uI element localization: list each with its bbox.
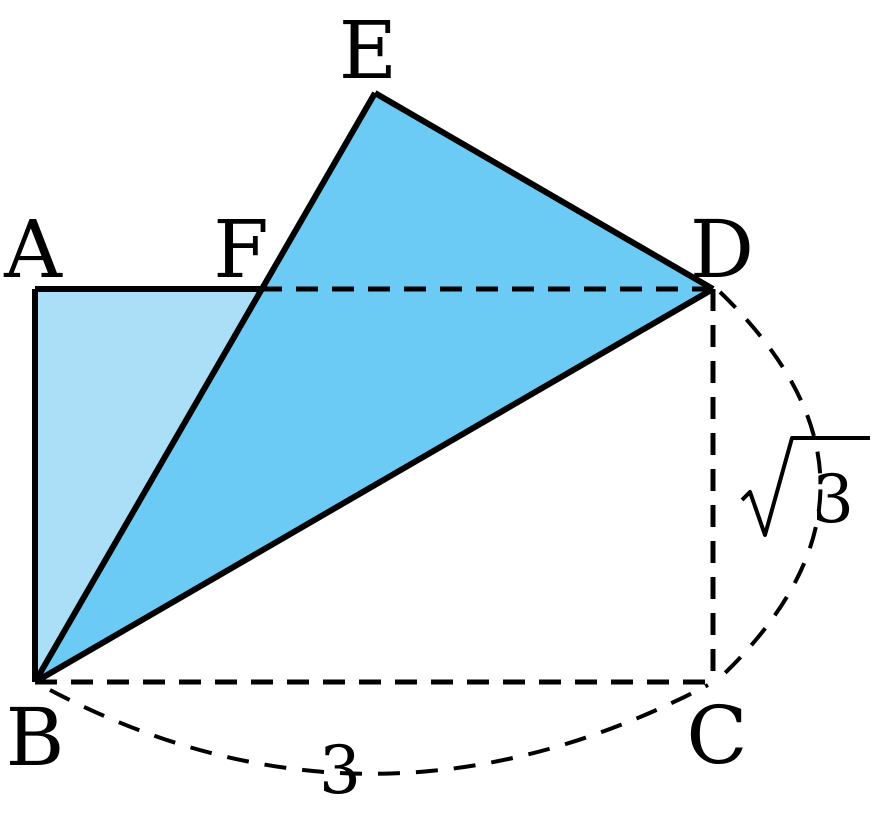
measure-dc-value: 3 bbox=[812, 461, 854, 538]
label-e: E bbox=[339, 4, 397, 97]
label-a: A bbox=[3, 203, 63, 296]
radical-sign bbox=[740, 436, 870, 537]
label-c: C bbox=[686, 689, 747, 782]
measure-bc: 3 bbox=[319, 732, 361, 809]
label-b: B bbox=[6, 691, 65, 784]
measure-dc: 3 bbox=[740, 436, 870, 538]
label-d: D bbox=[690, 203, 754, 296]
triangle-bde bbox=[35, 93, 713, 682]
segment-ed bbox=[373, 90, 715, 292]
dimension-arc-bc bbox=[49, 683, 709, 776]
segment-be bbox=[32, 91, 378, 684]
dimension-arc-dc bbox=[718, 290, 823, 678]
segment-bd bbox=[33, 286, 715, 685]
label-f: F bbox=[213, 203, 269, 296]
